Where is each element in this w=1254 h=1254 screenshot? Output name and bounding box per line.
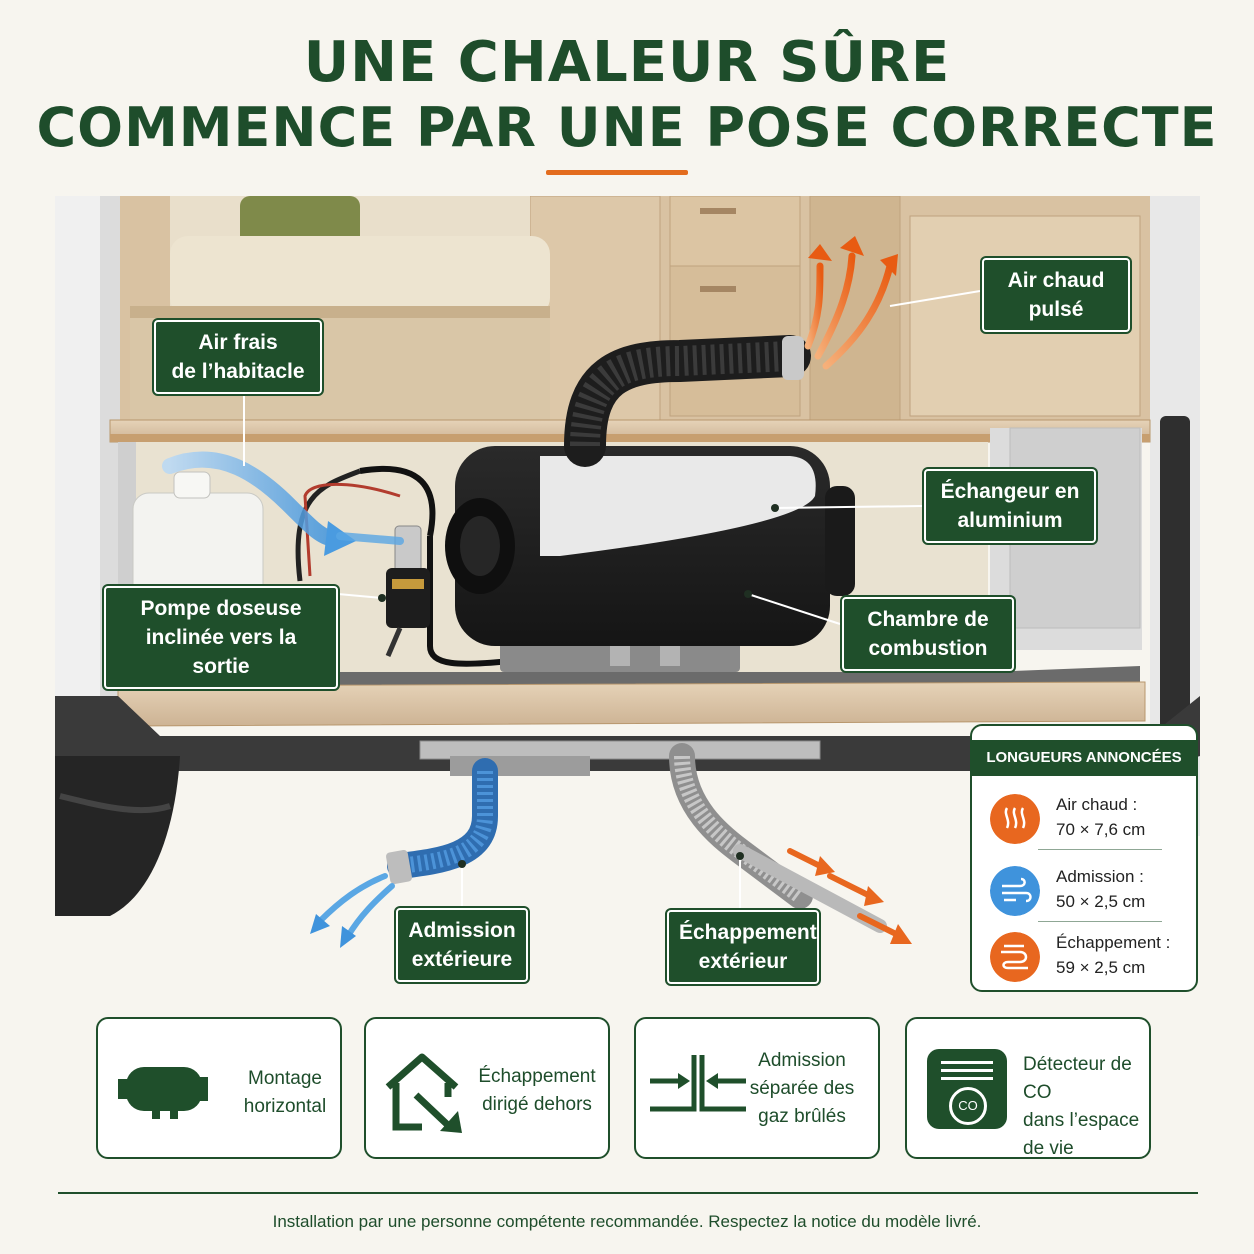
card-text: Admission séparée des gaz brûlés [749,1050,855,1127]
van-underside [55,696,1200,771]
legend-row-air-chaud: Air chaud : 70 × 7,6 cm [990,788,1190,848]
headline-line-1: UNE CHALEUR SÛRE [303,30,951,95]
intake-pipe [386,758,498,885]
house-exhaust-icon [385,1053,462,1133]
title-underline [546,170,688,175]
diesel-heater [445,446,855,672]
label-echappement: Échappement extérieur [667,910,819,984]
legend-value: 70 × 7,6 cm [1056,820,1146,839]
legend-label: Air chaud : [1056,795,1138,814]
card-text: Détecteur de CO dans l’espace de vie [1023,1054,1140,1159]
label-pompe: Pompe doseuse inclinée vers la sortie [104,586,338,689]
exhaust-pipe [669,743,887,933]
exhaust-swirl-icon [990,932,1040,982]
legend-row-admission: Admission : 50 × 2,5 cm [990,860,1190,920]
footer-note: Installation par une personne compétente… [272,1212,982,1231]
headline-line-2: COMMENCE PAR UNE POSE CORRECTE [36,96,1218,159]
co-label: CO [949,1087,987,1125]
legend-title: LONGUEURS ANNONCÉES [972,740,1196,776]
card-text: Montage horizontal [243,1068,327,1117]
fresh-air-arrow [162,451,338,546]
footer-divider [58,1192,1198,1194]
legend-divider [1038,921,1162,922]
card-text: Échappement dirigé dehors [478,1066,596,1115]
label-admission: Admission extérieure [396,908,528,982]
legend-divider [1038,849,1162,850]
warm-air-hose [564,335,811,467]
intake-arrows [317,873,395,939]
label-echangeur: Échangeur en aluminium [924,469,1096,543]
legend-row-echappement: Échappement : 59 × 2,5 cm [990,926,1190,986]
lengths-legend: LONGUEURS ANNONCÉES Air chaud : 70 × 7,6… [970,724,1198,992]
fuel-pump [295,465,511,667]
co-detector-icon: CO [927,1049,1007,1129]
exhaust-arrows [787,848,903,939]
legend-value: 59 × 2,5 cm [1056,958,1146,977]
label-chambre: Chambre de combustion [842,597,1014,671]
legend-label: Admission : [1056,867,1144,886]
heat-waves-icon [990,794,1040,844]
card-admission-separee: Admission séparée des gaz brûlés [634,1017,880,1159]
label-air-frais: Air frais de l’habitacle [154,320,322,394]
legend-label: Échappement : [1056,933,1171,952]
label-air-chaud: Air chaud pulsé [982,258,1130,332]
separated-flow-icon [650,1055,746,1112]
heater-icon [118,1067,208,1119]
wheel [55,756,180,916]
card-detecteur-co: CO Détecteur de CO dans l’espace de vie [905,1017,1151,1159]
warm-air-arrows [804,252,894,370]
wind-icon [990,866,1040,916]
card-echappement-dehors: Échappement dirigé dehors [364,1017,610,1159]
card-montage-horizontal: Montage horizontal [96,1017,342,1159]
legend-value: 50 × 2,5 cm [1056,892,1146,911]
